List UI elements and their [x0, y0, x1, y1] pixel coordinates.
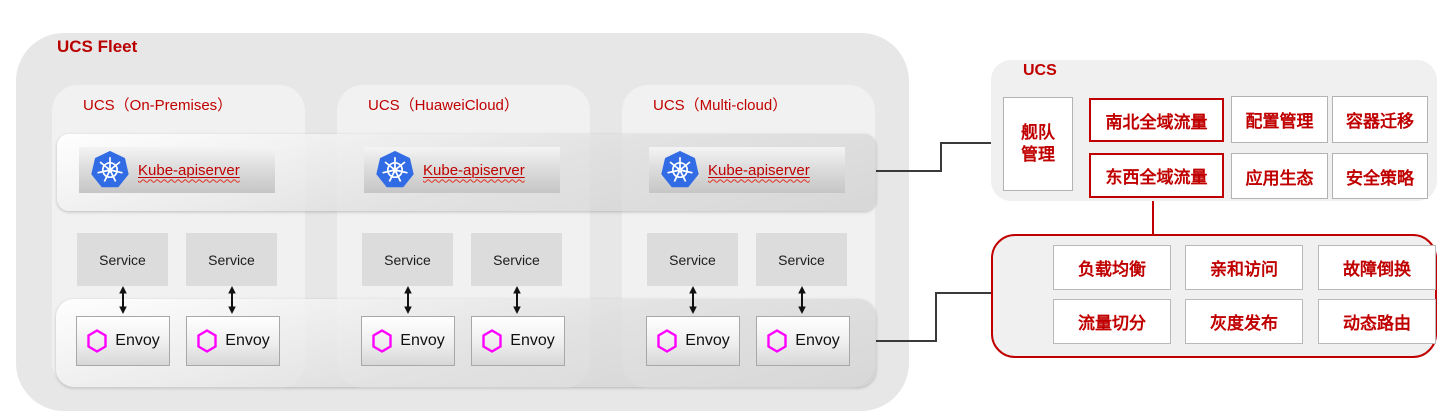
envoy-label: Envoy: [115, 332, 160, 349]
kube-apiserver-box: Kube-apiserver: [364, 147, 560, 193]
service-box: Service: [756, 233, 847, 286]
envoy-hexagon-icon: [481, 329, 503, 353]
envoy-label: Envoy: [795, 332, 840, 349]
connector-apiserver-to-ucs: [940, 142, 942, 172]
service-box: Service: [647, 233, 738, 286]
feature-box-app-ecosystem: 应用生态: [1231, 153, 1328, 199]
service-box: Service: [77, 233, 168, 286]
bidirectional-arrow-icon: [226, 286, 238, 314]
kubernetes-icon: [661, 151, 699, 189]
envoy-label: Envoy: [400, 332, 445, 349]
feature-box-east-west-traffic: 东西全域流量: [1089, 153, 1224, 198]
cluster-title: UCS（Multi-cloud）: [653, 97, 788, 114]
service-box: Service: [362, 233, 453, 286]
cluster-onpremises: UCS（On-Premises） Kube-apiserver Service: [52, 85, 305, 388]
cluster-huaweicloud: UCS（HuaweiCloud） Kube-apiserver Service: [337, 85, 590, 388]
kube-apiserver-label: Kube-apiserver: [138, 161, 240, 179]
cluster-title: UCS（On-Premises）: [83, 97, 233, 114]
feature-box-load-balancing: 负载均衡: [1053, 245, 1171, 290]
feature-box-failover: 故障倒换: [1318, 245, 1436, 290]
kube-apiserver-label: Kube-apiserver: [708, 161, 810, 179]
service-box: Service: [186, 233, 277, 286]
envoy-box: Envoy: [471, 316, 565, 366]
bidirectional-arrow-icon: [402, 286, 414, 314]
bidirectional-arrow-icon: [687, 286, 699, 314]
feature-box-north-south-traffic: 南北全域流量: [1089, 98, 1224, 142]
envoy-hexagon-icon: [86, 329, 108, 353]
cluster-multicloud: UCS（Multi-cloud） Kube-apiserver Service: [622, 85, 875, 388]
connector-envoy-to-traffic: [935, 292, 937, 342]
bidirectional-arrow-icon: [796, 286, 808, 314]
ucs-fleet-title: UCS Fleet: [57, 37, 138, 56]
feature-box-dynamic-routing: 动态路由: [1318, 299, 1436, 344]
feature-box-security-policy: 安全策略: [1332, 153, 1428, 199]
ucs-capability-panel: UCS 舰队管理 南北全域流量 配置管理 容器迁移 东西全域流量 应用生态 安全…: [991, 60, 1437, 201]
connector-envoy-to-traffic: [935, 292, 993, 294]
envoy-label: Envoy: [685, 332, 730, 349]
feature-box-traffic-splitting: 流量切分: [1053, 299, 1171, 344]
envoy-hexagon-icon: [196, 329, 218, 353]
kube-apiserver-label: Kube-apiserver: [423, 161, 525, 179]
bidirectional-arrow-icon: [117, 286, 129, 314]
envoy-label: Envoy: [510, 332, 555, 349]
fleet-management-box: 舰队管理: [1003, 97, 1073, 191]
kube-apiserver-box: Kube-apiserver: [649, 147, 845, 193]
cluster-title: UCS（HuaweiCloud）: [368, 97, 519, 114]
envoy-box: Envoy: [361, 316, 455, 366]
feature-box-container-migration: 容器迁移: [1332, 96, 1428, 143]
feature-box-gray-release: 灰度发布: [1185, 299, 1303, 344]
envoy-hexagon-icon: [656, 329, 678, 353]
envoy-box: Envoy: [186, 316, 280, 366]
connector-eastwest-to-traffic: [1152, 198, 1154, 235]
envoy-hexagon-icon: [371, 329, 393, 353]
bidirectional-arrow-icon: [511, 286, 523, 314]
connector-apiserver-to-ucs: [940, 142, 1004, 144]
envoy-hexagon-icon: [766, 329, 788, 353]
kubernetes-icon: [91, 151, 129, 189]
service-box: Service: [471, 233, 562, 286]
feature-box-affinity-access: 亲和访问: [1185, 245, 1303, 290]
connector-envoy-to-traffic: [876, 340, 937, 342]
fleet-management-label: 舰队管理: [1021, 122, 1055, 164]
connector-apiserver-to-ucs: [876, 170, 942, 172]
feature-box-config-management: 配置管理: [1231, 96, 1328, 143]
envoy-box: Envoy: [646, 316, 740, 366]
envoy-label: Envoy: [225, 332, 270, 349]
ucs-panel-title: UCS: [1023, 62, 1057, 79]
envoy-box: Envoy: [76, 316, 170, 366]
kubernetes-icon: [376, 151, 414, 189]
kube-apiserver-box: Kube-apiserver: [79, 147, 275, 193]
traffic-feature-panel: 负载均衡 亲和访问 故障倒换 流量切分 灰度发布 动态路由: [991, 234, 1437, 358]
envoy-box: Envoy: [756, 316, 850, 366]
